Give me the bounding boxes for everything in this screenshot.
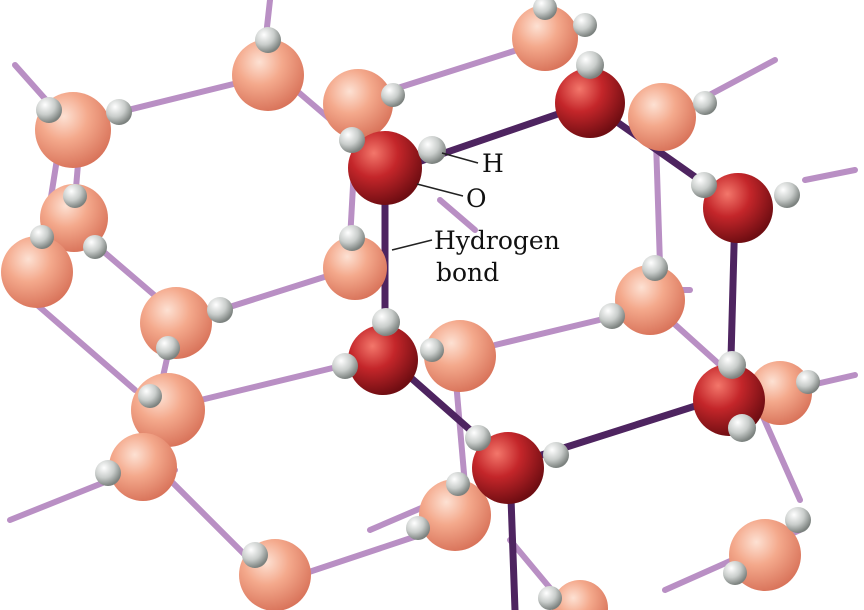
hydrogen-bond-leader [391,239,433,251]
hydrogen-bond-label-line2: bond [436,258,499,287]
oxygen-label: O [466,184,487,213]
hydrogen-bond-label-line1: Hydrogen [434,226,560,255]
oxygen-leader [416,183,464,197]
background-oxygens [1,5,812,610]
highlighted-oxygens [348,68,773,504]
hydrogen-label: H [482,149,504,178]
hydrogen-atoms [30,0,820,610]
label-leaders [391,152,479,251]
hydrogen-leader [441,152,479,164]
